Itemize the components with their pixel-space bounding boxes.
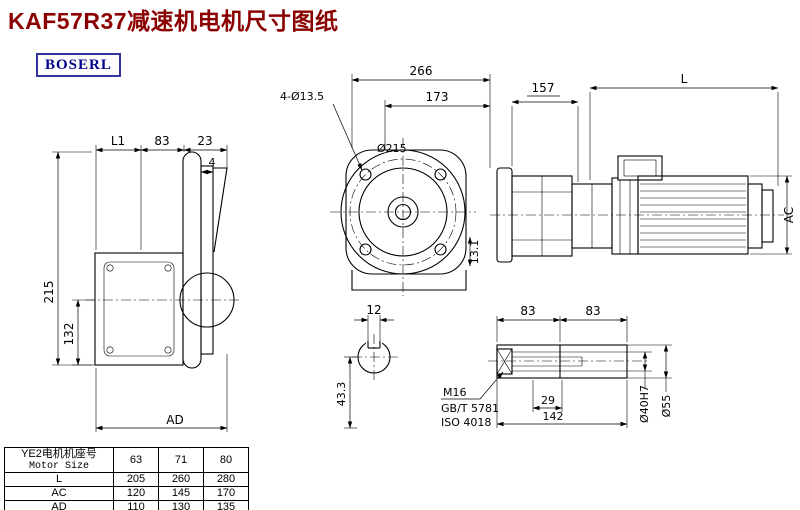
page-title: KAF57R37减速机电机尺寸图纸 <box>8 8 339 34</box>
table-cell: 205 <box>113 472 159 487</box>
shaft-detail-view <box>488 344 648 379</box>
shaft-end-view <box>352 334 398 382</box>
dim-13-1: 13.1 <box>468 240 481 265</box>
dim-132: 132 <box>62 323 76 346</box>
table-cell: 120 <box>113 486 159 501</box>
table-col-80: 80 <box>203 447 249 473</box>
side-view <box>490 155 784 263</box>
dim-215: 215 <box>42 281 56 304</box>
table-row-AD: AD 110 130 135 <box>4 500 249 510</box>
dim-4: 4 <box>209 156 216 169</box>
dimensions: 266 173 4-Ø13.5 Ø215 157 L AC <box>42 64 796 432</box>
dim-L1: L1 <box>111 134 125 148</box>
boserl-logo: BOSERL <box>36 53 121 77</box>
dim-AC: AC <box>782 207 796 223</box>
table-header-row: YE2电机机座号 Motor Size 63 71 80 <box>4 447 249 473</box>
table-cell: 110 <box>113 500 159 510</box>
table-cell: 130 <box>158 500 204 510</box>
left-side-view <box>85 151 242 369</box>
table-cell: AD <box>4 500 114 510</box>
note-bolt-holes: 4-Ø13.5 <box>280 90 324 103</box>
dim-29: 29 <box>541 394 555 407</box>
dim-157: 157 <box>532 81 555 95</box>
dim-43-3: 43.3 <box>335 382 348 407</box>
dim-L: L <box>681 72 688 86</box>
table-cell: YE2电机机座号 Motor Size <box>4 447 114 473</box>
note-gb-standard: GB/T 5781 <box>441 402 499 415</box>
table-header-cn: YE2电机机座号 <box>21 448 97 460</box>
dim-shaft-83b: 83 <box>585 304 600 318</box>
dim-flange-dia: Ø215 <box>377 142 407 155</box>
dim-shaft-83a: 83 <box>520 304 535 318</box>
dim-bore: Ø40H7 <box>638 385 651 423</box>
table-cell: 145 <box>158 486 204 501</box>
table-cell: 260 <box>158 472 204 487</box>
dim-142: 142 <box>543 410 564 423</box>
front-view <box>330 138 476 296</box>
table-row-AC: AC 120 145 170 <box>4 486 249 501</box>
table-col-63: 63 <box>113 447 159 473</box>
motor-size-table: YE2电机机座号 Motor Size 63 71 80 L 205 260 2… <box>4 447 249 510</box>
note-thread: M16 <box>443 386 467 399</box>
dim-AD: AD <box>166 413 183 427</box>
table-cell: AC <box>4 486 114 501</box>
dim-23: 23 <box>197 134 212 148</box>
table-cell: 280 <box>203 472 249 487</box>
table-cell: 170 <box>203 486 249 501</box>
dim-173: 173 <box>426 90 449 104</box>
dim-left-83: 83 <box>154 134 169 148</box>
table-cell: L <box>4 472 114 487</box>
dim-shaft-dia: Ø55 <box>660 395 673 418</box>
dim-266: 266 <box>410 64 433 78</box>
note-iso-standard: ISO 4018 <box>441 416 491 429</box>
table-row-L: L 205 260 280 <box>4 472 249 487</box>
dim-12: 12 <box>366 303 381 317</box>
table-cell: 135 <box>203 500 249 510</box>
table-header-en: Motor Size <box>28 461 89 472</box>
table-col-71: 71 <box>158 447 204 473</box>
